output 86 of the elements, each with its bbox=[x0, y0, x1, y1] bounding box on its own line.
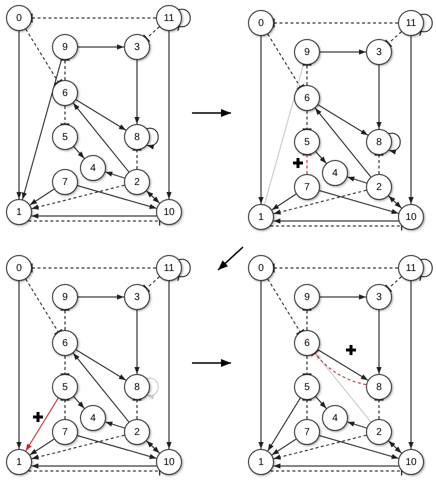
arrow bbox=[29, 188, 55, 206]
arrow bbox=[271, 438, 297, 456]
arrow bbox=[272, 463, 400, 469]
self-loop bbox=[420, 258, 433, 282]
self-loop bbox=[146, 378, 159, 399]
arrow bbox=[104, 421, 126, 429]
arrow bbox=[30, 213, 158, 219]
arrow bbox=[104, 171, 126, 179]
arrow bbox=[72, 102, 130, 172]
inhibition-line bbox=[302, 399, 312, 420]
self-loop bbox=[178, 8, 191, 32]
inhibition-line bbox=[302, 110, 312, 130]
arrow bbox=[315, 396, 327, 409]
arrow bbox=[16, 280, 22, 450]
arrow bbox=[258, 36, 264, 204]
arrow bbox=[73, 146, 85, 159]
arrow bbox=[73, 396, 85, 409]
arrow bbox=[320, 49, 366, 55]
arrow bbox=[76, 99, 126, 131]
arrow bbox=[271, 194, 297, 210]
arrow bbox=[146, 440, 160, 454]
arrow bbox=[318, 349, 368, 381]
self-loop bbox=[388, 132, 401, 154]
inhibition-line bbox=[143, 276, 160, 292]
arrow bbox=[273, 434, 367, 460]
arrow bbox=[314, 108, 372, 178]
inhibition-line bbox=[132, 399, 142, 420]
arrow bbox=[146, 190, 160, 204]
arrow bbox=[72, 352, 130, 422]
inhibition-line bbox=[302, 154, 312, 174]
inhibition-line bbox=[302, 309, 312, 330]
arrow bbox=[78, 44, 124, 50]
arrow bbox=[77, 185, 157, 209]
arrow bbox=[166, 280, 172, 450]
inhibition-line bbox=[25, 278, 63, 335]
arrow bbox=[408, 280, 414, 450]
arrow bbox=[166, 30, 172, 200]
arrow bbox=[29, 438, 55, 456]
arrow bbox=[388, 440, 402, 454]
self-loop bbox=[178, 258, 191, 282]
inhibition-line bbox=[310, 350, 367, 386]
arrow bbox=[267, 398, 301, 452]
arrow bbox=[318, 104, 368, 136]
arrow bbox=[346, 421, 368, 429]
arrow bbox=[78, 294, 124, 300]
inhibition-line bbox=[385, 31, 402, 48]
inhibition-line bbox=[302, 64, 312, 86]
inhibition-line bbox=[60, 59, 70, 80]
inhibition-line bbox=[132, 149, 142, 170]
inhibition-line bbox=[385, 276, 402, 292]
inhibition-line bbox=[60, 106, 70, 125]
arrow bbox=[134, 310, 140, 374]
arrow bbox=[315, 151, 327, 164]
arrow bbox=[319, 190, 399, 214]
inhibition-line bbox=[267, 278, 305, 335]
inhibition-line bbox=[60, 309, 70, 330]
arrow bbox=[258, 280, 264, 450]
inhibition-line bbox=[374, 154, 384, 174]
arrow bbox=[16, 30, 22, 200]
arrow bbox=[134, 60, 140, 124]
arrow bbox=[25, 398, 59, 452]
arrow bbox=[346, 176, 368, 184]
arrow bbox=[273, 190, 367, 215]
inhibition-line bbox=[60, 356, 70, 375]
arrow bbox=[314, 352, 372, 422]
arrow bbox=[388, 195, 402, 209]
arrow bbox=[22, 59, 62, 200]
arrow bbox=[320, 294, 366, 300]
inhibition-line bbox=[302, 356, 312, 375]
inhibition-line bbox=[267, 34, 305, 90]
arrow bbox=[31, 434, 125, 460]
arrow bbox=[272, 218, 400, 224]
arrow bbox=[31, 184, 125, 210]
inhibition-line bbox=[374, 399, 384, 420]
arrow bbox=[77, 435, 157, 459]
arrow bbox=[376, 310, 382, 374]
inhibition-line bbox=[60, 399, 70, 420]
arrow bbox=[408, 36, 414, 204]
arrow bbox=[319, 435, 399, 459]
inhibition-line bbox=[143, 26, 160, 42]
self-loop bbox=[146, 128, 159, 149]
inhibition-line bbox=[25, 28, 63, 85]
arrow bbox=[376, 64, 382, 130]
arrow bbox=[30, 463, 158, 469]
self-loop bbox=[420, 14, 433, 36]
arrow bbox=[76, 349, 126, 381]
